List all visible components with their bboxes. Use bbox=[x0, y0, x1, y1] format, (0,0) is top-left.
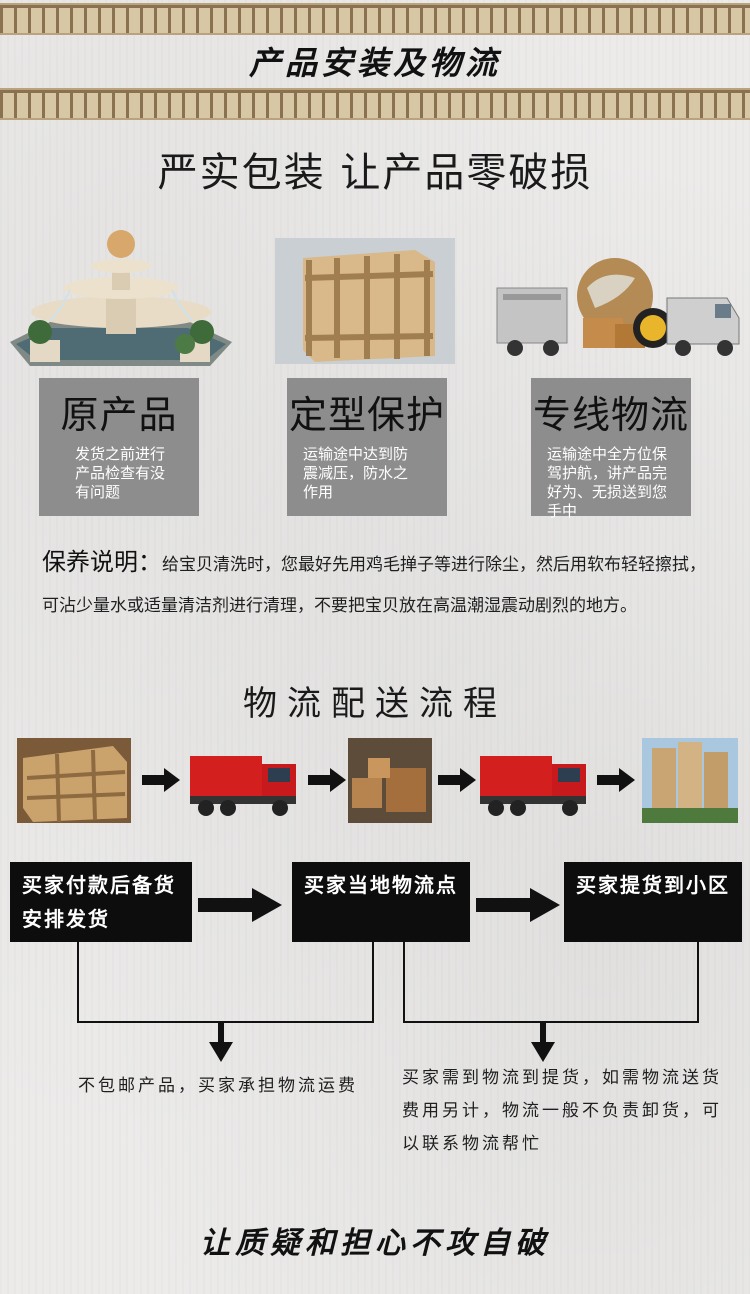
card-title: 原产品 bbox=[60, 393, 178, 437]
step-label: 买家提货到小区 bbox=[576, 873, 730, 897]
red-truck-image bbox=[478, 738, 590, 823]
residential-building-image bbox=[642, 738, 738, 823]
card-shape-protection: 定型保护 运输途中达到防震减压，防水之作用 bbox=[287, 378, 447, 516]
step-label: 买家付款后备货安排发货 bbox=[22, 873, 176, 931]
red-truck-image bbox=[188, 738, 300, 823]
maintenance-text: 给宝贝清洗时，您最好先用鸡毛掸子等进行除尘，然后用软布轻轻擦拭，可沾少量水或适量… bbox=[42, 555, 706, 616]
arrow-right-icon bbox=[142, 768, 180, 792]
arrow-right-icon bbox=[476, 888, 560, 922]
packed-crate-image bbox=[17, 738, 131, 823]
step-label: 买家当地物流点 bbox=[304, 873, 458, 897]
arrow-right-icon bbox=[438, 768, 476, 792]
note-no-free-shipping: 不包邮产品，买家承担物流运费 bbox=[78, 1076, 358, 1096]
step-local-logistics-point: 买家当地物流点 bbox=[292, 862, 470, 942]
greek-key-border-top bbox=[0, 3, 750, 35]
note-pickup-instructions: 买家需到物流到提货，如需物流送货费用另计，物流一般不负责卸货，可以联系物流帮忙 bbox=[402, 1068, 722, 1154]
maintenance-label: 保养说明： bbox=[42, 548, 162, 576]
step-buyer-payment: 买家付款后备货安排发货 bbox=[10, 862, 192, 942]
card-desc: 运输途中达到防震减压，防水之作用 bbox=[303, 445, 409, 501]
card-desc: 发货之前进行产品检查有没有问题 bbox=[75, 445, 166, 501]
page-title: 产品安装及物流 bbox=[248, 44, 501, 82]
arrow-right-icon bbox=[308, 768, 346, 792]
step-pickup-to-community: 买家提货到小区 bbox=[564, 862, 742, 942]
warehouse-image bbox=[348, 738, 432, 823]
card-desc: 运输途中全方位保驾护航，讲产品完好为、无损送到您手中 bbox=[547, 445, 668, 520]
card-dedicated-logistics: 专线物流 运输途中全方位保驾护航，讲产品完好为、无损送到您手中 bbox=[531, 378, 691, 520]
flow-connectors bbox=[77, 942, 699, 1062]
maintenance-note: 保养说明：给宝贝清洗时，您最好先用鸡毛掸子等进行除尘，然后用软布轻轻擦拭，可沾少… bbox=[42, 542, 722, 627]
card-title: 专线物流 bbox=[532, 393, 689, 437]
card-original-product: 原产品 发货之前进行产品检查有没有问题 bbox=[39, 378, 199, 516]
wooden-crate-image bbox=[275, 238, 455, 364]
arrow-right-icon bbox=[198, 888, 282, 922]
arrow-right-icon bbox=[597, 768, 635, 792]
greek-key-border-bottom bbox=[0, 88, 750, 120]
packaging-headline: 严实包装 让产品零破损 bbox=[157, 150, 593, 196]
fountain-image bbox=[10, 222, 232, 366]
card-title: 定型保护 bbox=[288, 393, 445, 437]
footer-slogan: 让质疑和担心不攻自破 bbox=[200, 1226, 550, 1261]
logistics-globe-image bbox=[495, 258, 740, 358]
logistics-headline: 物流配送流程 bbox=[243, 684, 507, 724]
